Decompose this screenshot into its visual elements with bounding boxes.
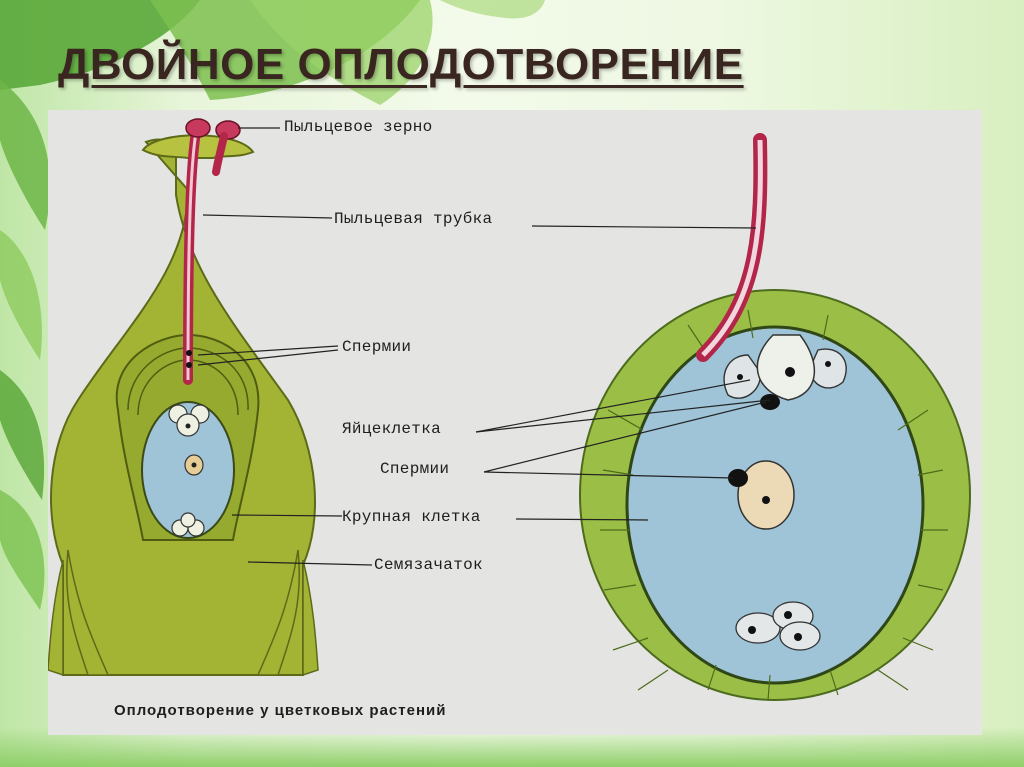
- pollen-grain-2: [216, 121, 240, 139]
- label-sperm-top: Спермии: [342, 338, 411, 356]
- leaf-shape: [0, 230, 42, 360]
- leaf-shape: [0, 490, 44, 610]
- sperm-cell-1: [186, 350, 192, 356]
- diagram-panel: Пыльцевое зерно Пыльцевая трубка Спермии…: [48, 110, 982, 735]
- leaf-shape: [0, 80, 50, 230]
- sperm-cell-2: [186, 362, 192, 368]
- pollen-grain-1: [186, 119, 210, 137]
- slide-title: ДВОЙНОЕ ОПЛОДОТВОРЕНИЕ: [58, 40, 744, 90]
- label-egg-cell: Яйцеклетка: [342, 420, 441, 438]
- central-cell-nucleus: [738, 461, 794, 529]
- label-pollen-tube: Пыльцевая трубка: [334, 210, 492, 228]
- label-sperm-middle: Спермии: [380, 460, 449, 478]
- pistil-drawing: [48, 119, 318, 675]
- sperm-right-1: [760, 394, 780, 410]
- label-ovule: Семязачаток: [374, 556, 483, 574]
- label-large-cell: Крупная клетка: [342, 508, 481, 526]
- ovule-detail-drawing: [580, 140, 970, 700]
- label-pollen-grain: Пыльцевое зерно: [284, 118, 433, 136]
- diagram-caption: Оплодотворение у цветковых растений: [114, 702, 446, 719]
- leaf-shape: [0, 370, 44, 500]
- leaf-shape: [440, 0, 545, 18]
- synergid-2: [810, 349, 846, 388]
- fertilization-diagram: [48, 110, 982, 735]
